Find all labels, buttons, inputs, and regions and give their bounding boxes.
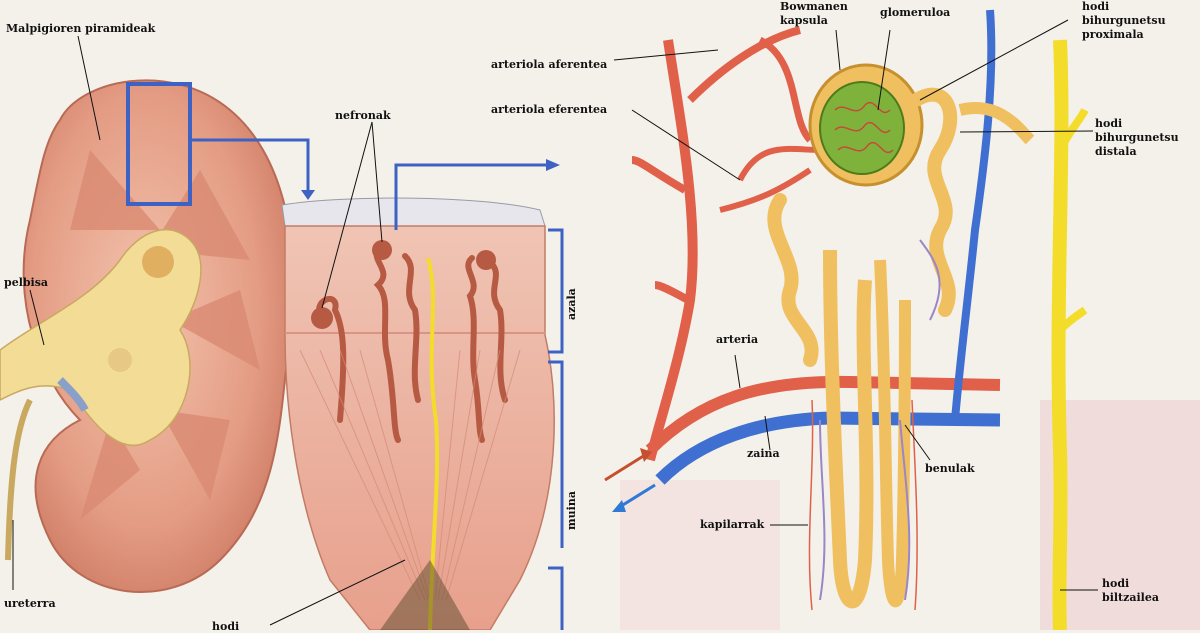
nephron-section bbox=[281, 197, 555, 630]
zoom-connector-2 bbox=[394, 163, 548, 230]
label-arteriola-eferentea: arteriola eferentea bbox=[491, 103, 608, 116]
label-hodi-biltzailea: hodi biltzailea bbox=[1102, 577, 1159, 604]
kidney-cross-section bbox=[0, 79, 295, 594]
label-pelbisa: pelbisa bbox=[4, 276, 49, 289]
label-hodi-bihurgunetsu-proximala: hodi bihurgunetsu proximala bbox=[1082, 0, 1166, 41]
label-hodi-partial: hodi bbox=[212, 620, 240, 633]
label-arteria: arteria bbox=[716, 333, 759, 346]
label-glomeruloa: glomeruloa bbox=[880, 6, 951, 19]
label-ureterra: ureterra bbox=[4, 597, 56, 610]
label-malpigioren-piramideak: Malpigioren piramideak bbox=[6, 22, 156, 35]
zoom-connector-1 bbox=[190, 138, 310, 196]
leader-lines bbox=[12, 19, 1098, 626]
label-benulak: benulak bbox=[925, 462, 975, 475]
label-kapilarrak: kapilarrak bbox=[700, 518, 765, 531]
label-nefronak: nefronak bbox=[335, 109, 391, 122]
nephron-detail bbox=[604, 9, 1089, 630]
label-muina: muina bbox=[565, 491, 578, 530]
label-zaina: zaina bbox=[747, 447, 780, 460]
label-arteriola-aferentea: arteriola aferentea bbox=[491, 58, 608, 71]
label-bowmanen-kapsula: Bowmanen kapsula bbox=[780, 0, 848, 27]
label-hodi-bihurgunetsu-distala: hodi bihurgunetsu distala bbox=[1095, 117, 1179, 158]
label-azala: azala bbox=[565, 288, 578, 320]
